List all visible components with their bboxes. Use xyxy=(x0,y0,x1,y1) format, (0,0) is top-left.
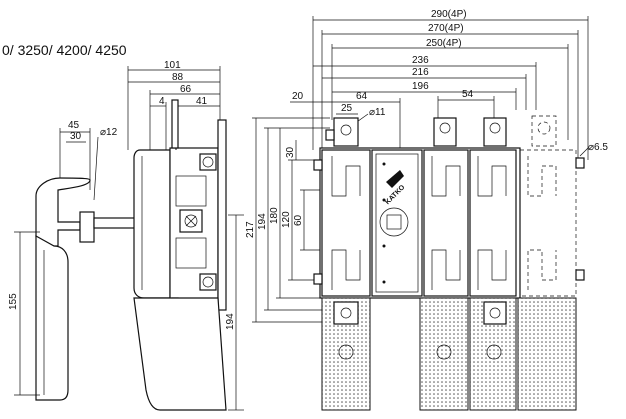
model-title: 0/ 3250/ 4200/ 4250 xyxy=(2,42,127,58)
dim-60: 60 xyxy=(293,214,304,226)
hole-diameter-11: ⌀11 xyxy=(369,107,386,118)
front-top-dimensions: 290(4P) 270(4P) 250(4P) 236 216 196 xyxy=(312,9,589,160)
dim-64: 64 xyxy=(356,91,368,102)
dim-196: 196 xyxy=(412,81,429,92)
dim-194: 194 xyxy=(257,213,268,230)
switch-body-side xyxy=(133,99,227,331)
front-view: 290(4P) 270(4P) 250(4P) 236 216 196 20 6… xyxy=(245,9,608,411)
hole-diameter-6-5: ⌀6.5 xyxy=(588,142,608,153)
dim-4: 4 xyxy=(159,96,165,107)
dim-30-front: 30 xyxy=(285,146,296,158)
side-view: 101 88 66 41 4 45 30 ⌀12 xyxy=(8,60,244,411)
dim-180: 180 xyxy=(269,207,280,224)
dim-25: 25 xyxy=(341,103,353,114)
front-small-dimensions: 20 64 25 54 ⌀11 ⌀6.5 xyxy=(290,89,608,157)
dim-45: 45 xyxy=(68,120,80,131)
dim-88: 88 xyxy=(172,72,184,83)
side-top-dimensions: 101 88 66 41 4 xyxy=(127,60,221,150)
diameter-12: ⌀12 xyxy=(100,127,118,138)
dim-194-side: 194 xyxy=(225,313,236,330)
terminal-covers xyxy=(321,297,577,411)
pole-1 xyxy=(321,117,371,297)
rotary-handle xyxy=(35,177,141,401)
dim-54: 54 xyxy=(462,89,474,100)
dim-20: 20 xyxy=(292,91,304,102)
dim-270-4p: 270(4P) xyxy=(428,23,464,34)
dim-120: 120 xyxy=(281,211,292,228)
mounting-holes xyxy=(313,157,585,285)
pole-3 xyxy=(469,117,517,297)
dim-101: 101 xyxy=(164,60,181,71)
front-left-dimensions: 217 194 180 120 60 30 xyxy=(245,117,330,323)
side-left-dimensions: 45 30 ⌀12 xyxy=(59,120,118,201)
dim-66: 66 xyxy=(180,84,192,95)
dim-290-4p: 290(4P) xyxy=(431,9,467,20)
pole-2 xyxy=(423,117,469,297)
dim-155: 155 xyxy=(8,293,19,310)
dim-41: 41 xyxy=(196,96,208,107)
dim-236: 236 xyxy=(412,55,429,66)
dim-155-line: 155 xyxy=(8,231,40,396)
dim-216: 216 xyxy=(412,67,429,78)
central-mechanism: KATKO xyxy=(371,149,423,297)
dim-30: 30 xyxy=(70,131,82,142)
dim-217: 217 xyxy=(245,221,256,238)
terminal-cover-side xyxy=(133,297,227,411)
dim-194-side-line: 194 xyxy=(225,214,244,411)
dim-250-4p: 250(4P) xyxy=(426,38,462,49)
